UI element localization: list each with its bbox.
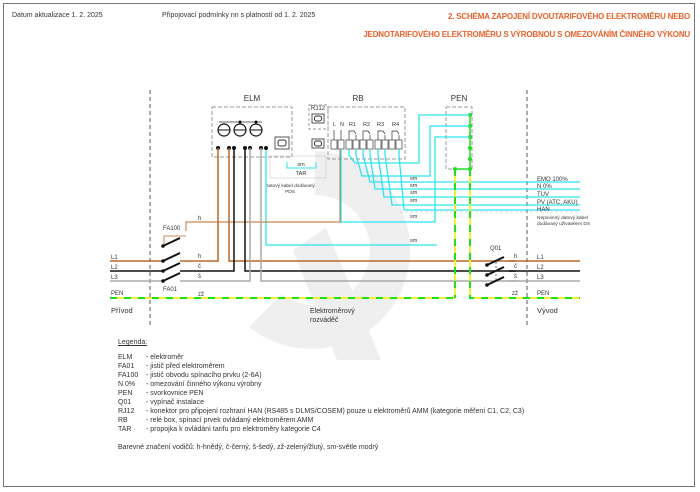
elm-label: ELM: [244, 94, 261, 103]
svg-text:L1: L1: [111, 255, 118, 261]
data-cable-label-1: Datový kabel dodávaný: [265, 183, 315, 189]
rb-label: RB: [352, 94, 363, 103]
section-rozvadec-1: Elektroměrový: [310, 308, 355, 315]
output-han: HAN: [537, 207, 550, 213]
q01-switch-icon: [485, 256, 505, 287]
svg-text:zž: zž: [198, 292, 204, 298]
update-date: Datum aktualizace 1. 2. 2025: [12, 12, 103, 19]
legend-item: TAR- propojka k ovládání tarifu pro elek…: [118, 426, 321, 433]
legend-item: RB- relé box, spínací prvek ovládaný ele…: [118, 417, 314, 424]
meter-coils: [217, 120, 263, 137]
svg-text:R1: R1: [349, 122, 356, 128]
svg-text:sm: sm: [297, 162, 305, 168]
output-pv: PV (ATC, AKU): [537, 200, 578, 206]
sm-signal-wires: [265, 114, 580, 246]
svg-text:L3: L3: [111, 275, 118, 281]
q01-label: Q01: [490, 246, 502, 252]
rb-terminal-labels: L N R1 R2 R3 R4: [333, 122, 399, 128]
legend-item: FA100- jistič obvodu spínacího prvku (2-…: [118, 372, 262, 379]
legend-heading: Legenda:: [118, 339, 148, 346]
svg-text:h: h: [514, 254, 517, 260]
wire-color-key: Barevné značení vodičů: h-hnědý, č-černý…: [118, 444, 379, 451]
svg-text:č: č: [514, 264, 517, 270]
sm-labels: sm sm sm sm sm sm: [410, 176, 418, 244]
section-prived: Přívod: [111, 306, 133, 315]
legend-item: PEN- svorkovnice PEN: [118, 390, 204, 397]
svg-text:L3: L3: [537, 275, 544, 281]
svg-text:š: š: [198, 274, 201, 280]
svg-text:L2: L2: [111, 265, 118, 271]
input-phase-labels: L1 L2 L3 PEN: [111, 255, 123, 297]
svg-text:č: č: [198, 264, 201, 270]
pen-box: [445, 106, 473, 170]
legend: Legenda: ELM- elektroměr FA01- jistič př…: [118, 339, 524, 434]
legend-item: N 0%- omezování činného výkonu výrobny: [118, 381, 262, 388]
output-n0: N 0%: [537, 184, 552, 190]
svg-text:zž: zž: [512, 291, 518, 297]
fa01-breaker-icon: [161, 252, 181, 283]
page-frame: [3, 3, 695, 487]
fa100-breaker-icon: [161, 237, 181, 248]
pen-block-label: PEN: [451, 94, 468, 103]
svg-text:PEN: PEN: [111, 291, 123, 297]
fa100-label: FA100: [163, 226, 181, 232]
svg-text:h: h: [198, 216, 201, 222]
svg-text:sm: sm: [410, 176, 418, 182]
rb-data-port-icon: [311, 138, 325, 149]
conditions-text: Připojovací podmínky nn s platností od 1…: [162, 12, 316, 19]
diagram-title-line1: 2. SCHÉMA ZAPOJENÍ DVOUTARIFOVÉHO ELEKTR…: [447, 12, 690, 21]
legend-item: RJ12- konektor pro připojení rozhraní HA…: [118, 408, 525, 415]
svg-text:R2: R2: [363, 122, 370, 128]
output-labels: EMO 100% N 0% TUV PV (ATC, AKU) HAN: [537, 177, 578, 213]
legend-item: Q01- vypínač instalace: [118, 399, 204, 406]
diagram-title-line2: JEDNOTARIFOVÉHO ELEKTROMĚRU S VÝROBNOU S…: [363, 30, 690, 39]
svg-text:L: L: [333, 122, 336, 128]
han-cable-label-1: Nepovinný datový kabel: [537, 215, 588, 221]
legend-item: ELM- elektroměr: [118, 354, 184, 361]
svg-text:sm: sm: [410, 214, 418, 220]
svg-text:š: š: [514, 274, 517, 280]
han-cable-label-2: dodávaný uživatelem DS: [537, 221, 590, 227]
data-cable-label-2: PDS: [285, 189, 295, 195]
svg-text:sm: sm: [410, 183, 418, 189]
svg-text:N: N: [340, 122, 344, 128]
svg-text:R4: R4: [392, 122, 399, 128]
tar-label: TAR: [296, 171, 307, 177]
section-vyvod: Vývod: [537, 306, 558, 315]
section-rozvadec-2: rozváděč: [310, 317, 339, 324]
rb-box: [327, 106, 406, 160]
elm-data-port-icon: [274, 136, 290, 150]
rb-terminal-block: [330, 139, 403, 150]
output-emo: EMO 100%: [537, 177, 568, 183]
svg-text:R3: R3: [377, 122, 384, 128]
svg-text:h: h: [198, 254, 201, 260]
rj12-label: RJ12: [311, 106, 326, 112]
svg-text:sm: sm: [410, 238, 418, 244]
fa01-label: FA01: [163, 287, 178, 293]
output-tuv: TUV: [537, 192, 549, 198]
svg-text:L1: L1: [537, 255, 544, 261]
output-phase-labels: L1 L2 L3 PEN: [537, 255, 549, 297]
svg-text:sm: sm: [410, 198, 418, 204]
svg-text:sm: sm: [410, 190, 418, 196]
svg-text:L2: L2: [537, 265, 544, 271]
svg-text:PEN: PEN: [537, 291, 549, 297]
elm-box: [211, 106, 293, 158]
rj12-port-icon: [311, 113, 325, 124]
legend-item: FA01- jistič před elektroměrem: [118, 363, 225, 370]
